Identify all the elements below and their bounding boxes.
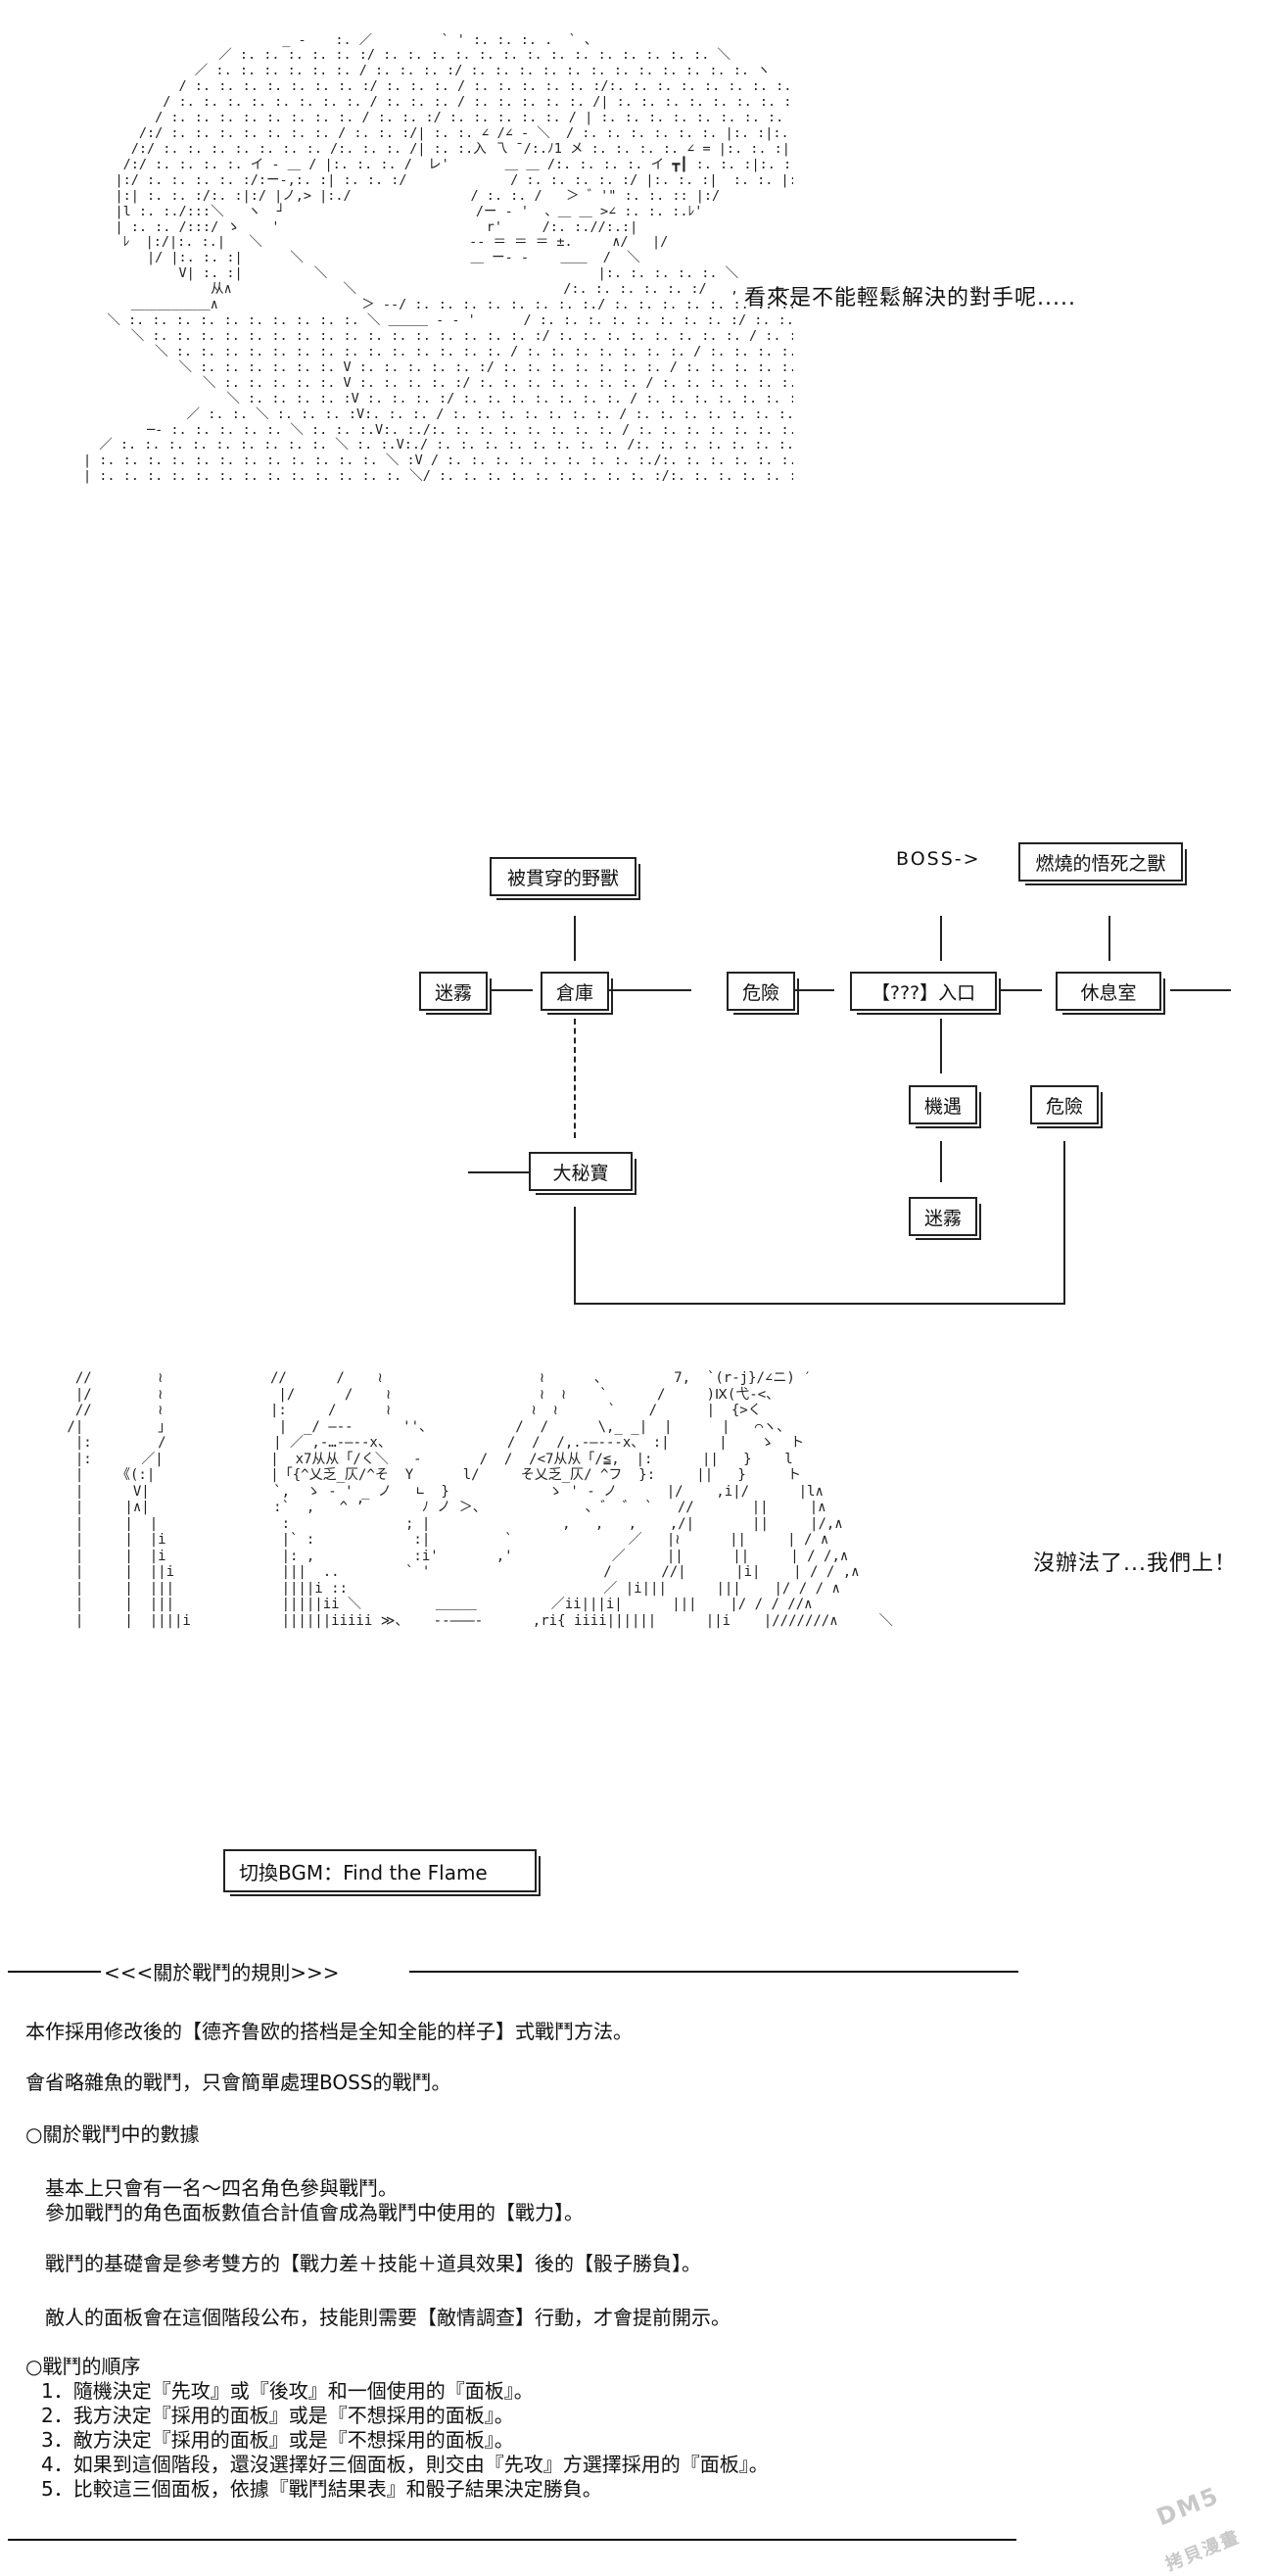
bgm-label: 切換BGM：Find the Flame (239, 1860, 488, 1884)
bgm-switch-box: 切換BGM：Find the Flame (223, 1849, 541, 1896)
node-warehouse: 倉庫 (541, 972, 613, 1015)
map-connector (1001, 989, 1042, 991)
node-rest-room: 休息室 (1056, 972, 1165, 1015)
rules-numbers-p1b: 參加戰鬥的角色面板數值合計值會成為戰鬥中使用的【戰力】。 (45, 2201, 584, 2224)
rules-numbers-title: ○關於戰鬥中的數據 (25, 2123, 200, 2146)
map-connector (574, 1207, 576, 1305)
map-connector (940, 916, 942, 961)
dialogue-line-2: 沒辦法了...我們上！ (1033, 1551, 1237, 1576)
node-entrance: 【???】入口 (850, 972, 1001, 1015)
ascii-art-character-portrait: _ ‐ ￣ :. ／ ￣￣￣￣ ` ' :. :. :. . ` 、 ／ :. … (83, 32, 793, 485)
node-great-treasure: 大秘寶 (529, 1152, 636, 1195)
map-connector (603, 989, 691, 991)
node-fog-left: 迷霧 (419, 972, 492, 1015)
map-connector (492, 989, 533, 991)
rules-numbers-p2: 戰鬥的基礎會是參考雙方的【戰力差＋技能＋道具效果】後的【骰子勝負】。 (45, 2252, 701, 2275)
rules-header: <<<關於戰鬥的規則>>> (104, 1961, 340, 1984)
boss-label: BOSS-> (896, 848, 981, 870)
map-connector (1170, 989, 1231, 991)
node-chance: 機遇 (909, 1085, 981, 1128)
rules-footer-line (8, 2539, 1016, 2541)
map-connector (1108, 916, 1110, 961)
rules-order-item: 3．敵方決定『採用的面板』或是『不想採用的面板』。 (41, 2428, 514, 2452)
watermark-name: 拷貝漫畫 (1162, 2526, 1244, 2576)
node-boss-beast: 燃燒的悟死之獸 (1018, 842, 1187, 885)
ascii-art-two-characters: // ≀ // / ≀ ≀ 、 7, `(r‐j}/∠ニ) ′ |/ ≀ |/ … (67, 1370, 893, 1629)
rules-intro-1: 本作採用修改後的【德齐鲁欧的搭档是全知全能的样子】式戰鬥方法。 (25, 2020, 633, 2043)
map-dashed-connector (574, 1019, 576, 1138)
rules-order-title: ○戰鬥的順序 (25, 2355, 141, 2378)
rules-order-item: 4．如果到這個階段，還沒選擇好三個面板，則交由『先攻』方選擇採用的『面板』。 (41, 2453, 769, 2476)
rules-intro-2: 會省略雜魚的戰鬥，只會簡單處理BOSS的戰鬥。 (25, 2071, 451, 2094)
rules-order-item: 2．我方決定『採用的面板』或是『不想採用的面板』。 (41, 2404, 514, 2427)
node-danger-right: 危險 (1030, 1085, 1103, 1128)
map-connector (940, 1019, 942, 1073)
map-connector (774, 989, 834, 991)
rules-numbers-p3: 敵人的面板會在這個階段公布，技能則需要【敵情調查】行動，才會提前開示。 (45, 2306, 731, 2329)
node-fog-bottom: 迷霧 (909, 1197, 981, 1240)
map-connector (574, 1303, 1063, 1305)
map-connector (1063, 1141, 1065, 1305)
rules-header-line-right (409, 1971, 1018, 1973)
node-pierced-beast: 被貫穿的野獸 (490, 857, 640, 900)
map-connector (468, 1171, 529, 1173)
rules-header-line-left (8, 1971, 101, 1973)
rules-order-item: 1．隨機決定『先攻』或『後攻』和一個使用的『面板』。 (41, 2379, 534, 2403)
map-connector (940, 1141, 942, 1182)
watermark-brand: DM5 (1153, 2481, 1224, 2532)
map-connector (574, 916, 576, 961)
dialogue-line-1: 看來是不能輕鬆解決的對手呢..... (744, 286, 1076, 310)
rules-numbers-p1a: 基本上只會有一名～四名角色參與戰鬥。 (45, 2176, 398, 2200)
node-danger-mid: 危險 (727, 972, 799, 1015)
rules-order-item: 5．比較這三個面板，依據『戰鬥結果表』和骰子結果決定勝負。 (41, 2477, 602, 2501)
